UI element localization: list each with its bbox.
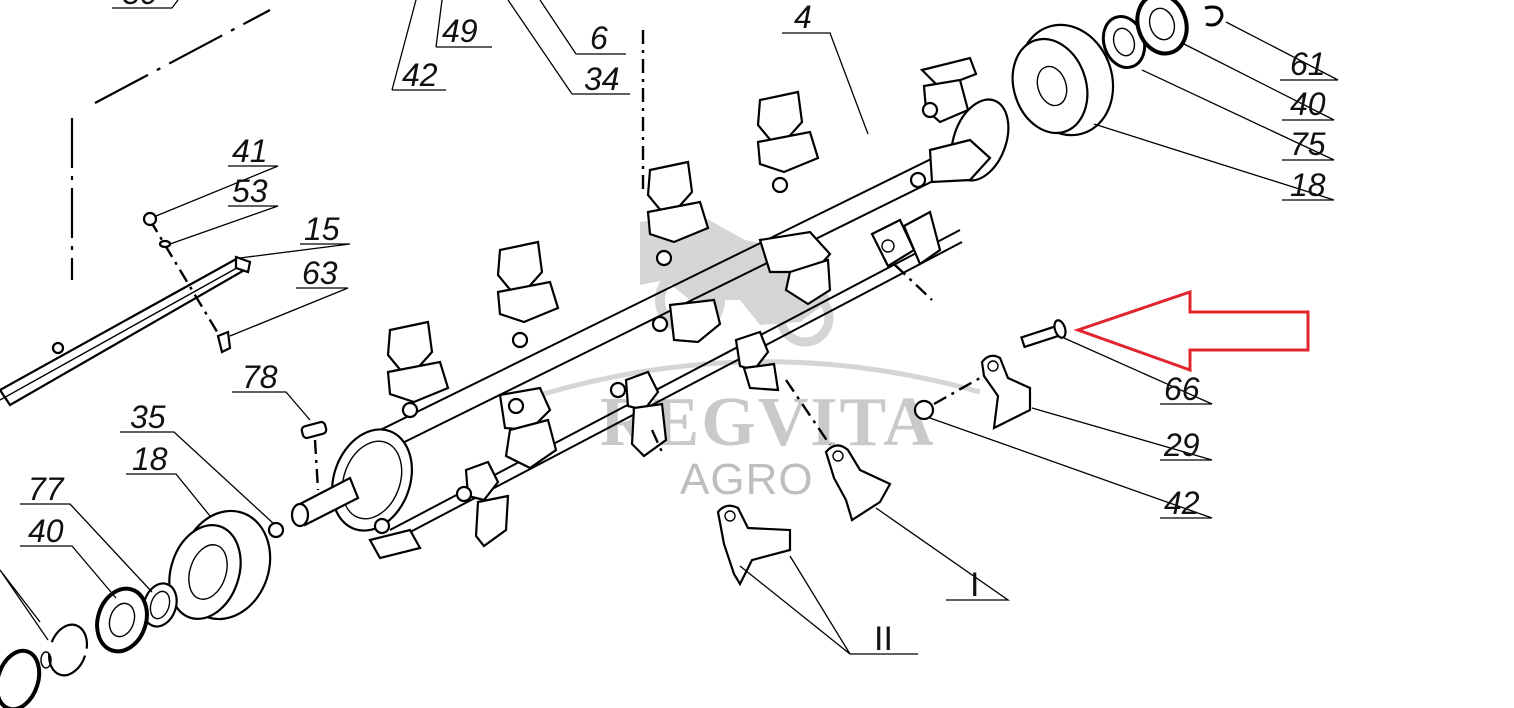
label-40-left: 40 <box>28 513 64 549</box>
key-78 <box>300 420 328 440</box>
hammer-type-I <box>785 379 892 522</box>
hammer-detail <box>913 319 1067 430</box>
frame-outline <box>70 9 645 280</box>
bolt-63 <box>216 330 232 354</box>
label-61: 61 <box>1290 46 1326 82</box>
label-49: 49 <box>442 13 478 49</box>
watermark-sub: AGRO <box>680 455 814 504</box>
label-77: 77 <box>28 471 65 507</box>
right-bearing-stack <box>1011 0 1224 137</box>
part-labels: 30 49 6 42 34 4 61 40 75 18 41 53 15 63 … <box>28 0 1326 658</box>
label-4: 4 <box>794 0 812 35</box>
flail-hammers <box>368 56 992 560</box>
label-75: 75 <box>1290 126 1326 162</box>
hammer-29 <box>980 354 1032 430</box>
label-78: 78 <box>242 359 278 395</box>
red-outline-arrow-icon <box>1073 289 1310 373</box>
bearing-40-right <box>1135 0 1189 56</box>
washer-53 <box>158 239 172 249</box>
label-66: 66 <box>1164 371 1200 407</box>
bearing-40-left <box>95 586 149 654</box>
label-II: II <box>874 620 893 658</box>
label-18-left: 18 <box>132 441 168 477</box>
label-42-top: 42 <box>402 57 438 93</box>
nut-41 <box>142 211 158 227</box>
label-40-right: 40 <box>1290 86 1326 122</box>
hammer-type-II <box>716 504 792 587</box>
leader-lines <box>0 0 1339 655</box>
label-29: 29 <box>1163 427 1200 463</box>
label-6: 6 <box>590 20 608 56</box>
label-63: 63 <box>302 255 338 291</box>
label-35: 35 <box>130 399 166 435</box>
label-42-right: 42 <box>1164 485 1200 521</box>
label-I: I <box>970 566 979 604</box>
nut-42-right <box>913 399 935 421</box>
label-41: 41 <box>232 133 268 169</box>
side-bar-part-15 <box>0 211 252 407</box>
nut-35 <box>267 521 285 539</box>
label-15: 15 <box>304 211 340 247</box>
left-bearing-stack <box>0 509 272 708</box>
label-53: 53 <box>232 173 268 209</box>
label-30: 30 <box>122 0 158 11</box>
label-18-right: 18 <box>1290 167 1326 203</box>
label-34: 34 <box>584 61 620 97</box>
circlip-61 <box>1204 5 1224 27</box>
